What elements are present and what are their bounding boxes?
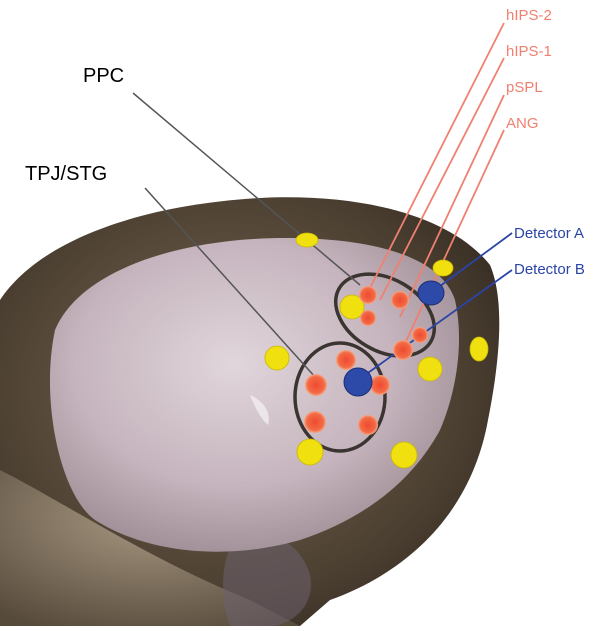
channel-marker [370,375,390,395]
channel-marker [360,310,376,326]
source-optode [297,439,323,465]
detector-a-label: Detector A [514,225,584,242]
channel-marker [358,415,378,435]
source-optode [265,346,289,370]
source-optode [418,357,442,381]
source-optode [433,260,453,276]
detector-a-optode [418,281,444,305]
pspl-label: pSPL [506,79,543,96]
tpj-stg-label: TPJ/STG [25,163,107,185]
hips2-label: hIPS-2 [506,7,552,24]
channel-marker [305,374,327,396]
source-optode [470,337,488,361]
hips1-label: hIPS-1 [506,43,552,60]
source-optode [391,442,417,468]
detector-b-optode [344,368,372,396]
ppc-label: PPC [83,65,124,87]
channel-marker [393,340,413,360]
source-optode [296,233,318,247]
detector-b-label: Detector B [514,261,585,278]
channel-marker [336,350,356,370]
ang-label: ANG [506,115,539,132]
channel-marker [304,411,326,433]
channel-marker [359,286,377,304]
channel-marker [412,327,428,343]
channel-marker [391,291,409,309]
